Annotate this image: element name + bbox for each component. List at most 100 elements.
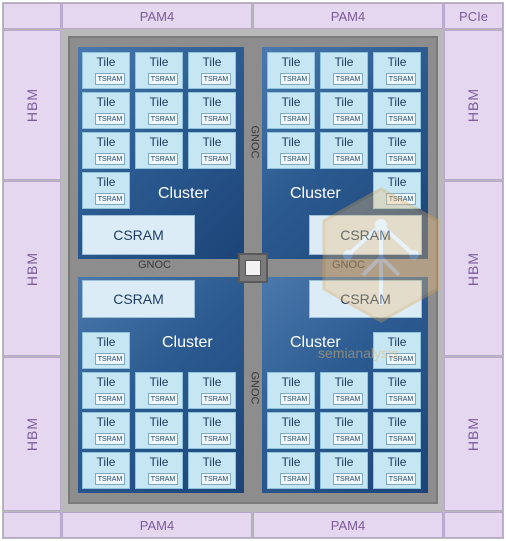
tile-label: Tile [149, 55, 169, 69]
tsram-block: TSRAM [386, 153, 416, 165]
hbm-left-3-label: HBM [24, 416, 40, 452]
tsram-block: TSRAM [201, 473, 231, 485]
tile-label: Tile [202, 455, 222, 469]
tsram-block: TSRAM [95, 153, 125, 165]
tile-label: Tile [334, 135, 354, 149]
csram-top-right-label: CSRAM [340, 227, 391, 243]
bottom-pam4-left-label: PAM4 [139, 517, 175, 533]
cluster-label-bottom-right: Cluster [290, 334, 341, 351]
tsram-block: TSRAM [95, 393, 125, 405]
tsram-block: TSRAM [386, 73, 416, 85]
tile-label: Tile [202, 415, 222, 429]
cluster-label-bottom-left: Cluster [162, 334, 213, 351]
tsram-block: TSRAM [201, 153, 231, 165]
tsram-block: TSRAM [280, 153, 310, 165]
tsram-block: TSRAM [95, 113, 125, 125]
tile-label: Tile [334, 95, 354, 109]
tsram-block: TSRAM [148, 393, 178, 405]
watermark-text: semianalysis [318, 345, 399, 361]
tsram-block: TSRAM [333, 113, 363, 125]
tile-label: Tile [281, 95, 301, 109]
tsram-block: TSRAM [201, 73, 231, 85]
tsram-block: TSRAM [280, 393, 310, 405]
bottom-pam4-left: PAM4 [62, 512, 252, 538]
tsram-block: TSRAM [148, 73, 178, 85]
tsram-block: TSRAM [148, 113, 178, 125]
hbm-right-1-label: HBM [465, 87, 482, 123]
tile-label: Tile [96, 135, 116, 149]
tsram-block: TSRAM [280, 473, 310, 485]
pcie-label: PCIe [459, 8, 488, 24]
bottom-pam4-right: PAM4 [253, 512, 443, 538]
tile-label: Tile [96, 455, 116, 469]
tsram-block: TSRAM [148, 153, 178, 165]
tile-label: Tile [202, 55, 222, 69]
top-pam4-left: PAM4 [62, 3, 252, 29]
tsram-block: TSRAM [386, 473, 416, 485]
tsram-block: TSRAM [280, 113, 310, 125]
gnoc-label-east: GNOC [332, 259, 365, 271]
tsram-block: TSRAM [280, 433, 310, 445]
tsram-block: TSRAM [333, 473, 363, 485]
tile-label: Tile [202, 135, 222, 149]
tile-label: Tile [334, 455, 354, 469]
noc-hub [238, 253, 268, 283]
tsram-block: TSRAM [148, 433, 178, 445]
top-left-corner [3, 3, 61, 29]
tsram-block: TSRAM [386, 393, 416, 405]
top-pam4-right: PAM4 [253, 3, 443, 29]
gnoc-label-south: GNOC [248, 371, 261, 405]
hbm-right-2-label: HBM [465, 251, 482, 286]
tile-label: Tile [387, 415, 407, 429]
tile-label: Tile [96, 415, 116, 429]
pcie-block: PCIe [444, 3, 503, 29]
gnoc-label-west: GNOC [138, 259, 171, 271]
tile-label: Tile [281, 415, 301, 429]
cluster-label-top-left: Cluster [158, 185, 209, 202]
csram-bottom-left: CSRAM [82, 280, 195, 318]
tile-label: Tile [202, 95, 222, 109]
tile-label: Tile [149, 415, 169, 429]
tsram-block: TSRAM [333, 393, 363, 405]
hbm-left-2-label: HBM [24, 251, 40, 286]
bottom-left-corner [3, 512, 61, 538]
tile-label: Tile [96, 375, 116, 389]
tile-label: Tile [281, 135, 301, 149]
tile-label: Tile [334, 55, 354, 69]
tile-label: Tile [387, 135, 407, 149]
csram-bottom-right-label: CSRAM [340, 291, 391, 307]
noc-hub-core [245, 260, 261, 276]
tile-label: Tile [96, 95, 116, 109]
hbm-right-3-label: HBM [465, 416, 482, 452]
tsram-block: TSRAM [95, 73, 125, 85]
hbm-left-3: HBM [3, 357, 61, 511]
tile-label: Tile [334, 415, 354, 429]
watermark-logo [322, 187, 440, 323]
